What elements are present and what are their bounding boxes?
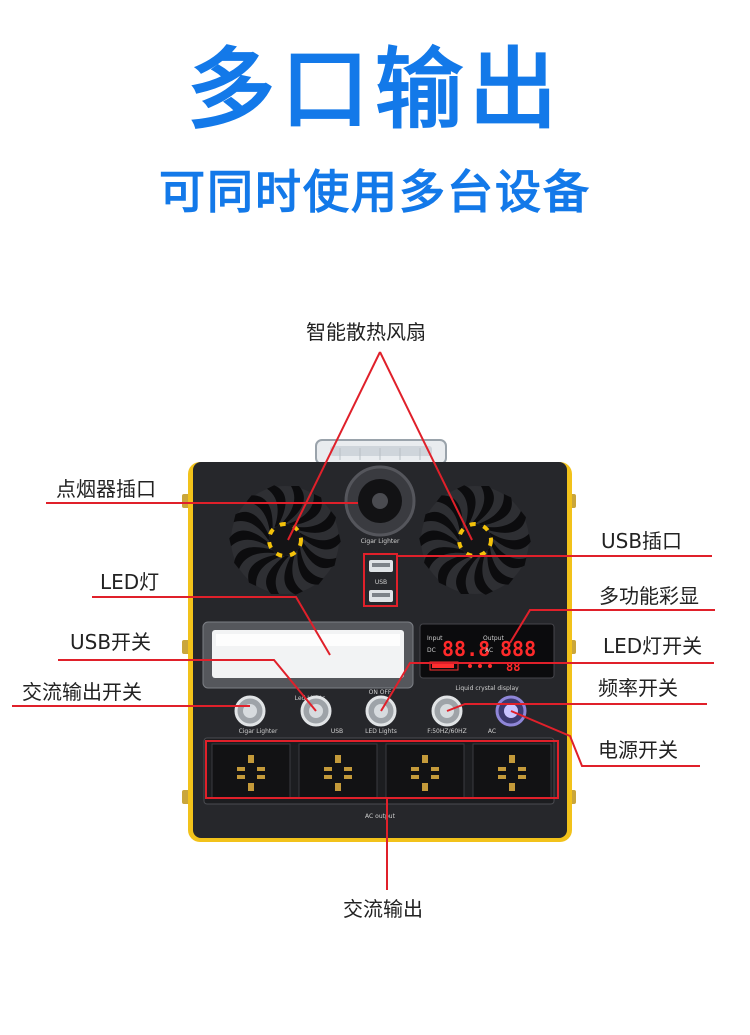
btn-usb-caption: USB [331,728,343,735]
fan-blade [485,511,526,533]
usb-switch[interactable] [300,695,332,727]
btn-led-caption: LED Lights [365,728,397,735]
fan-blade [284,552,304,595]
fan-blade [299,532,341,550]
fan-blade [300,539,337,569]
label-cigar: 点烟器插口 [56,477,156,501]
btn-cigar-caption: Cigar Lighter [239,728,278,735]
lcd-output-digits: 888 [500,637,536,661]
lcd-input-label: Input [427,635,443,642]
label-usb-port: USB插口 [601,529,683,553]
btn-ac-caption: AC [488,728,496,735]
ac-socket [385,743,465,799]
page-title: 多口输出 [186,38,563,141]
label-fan: 智能散热风扇 [306,320,426,344]
ac-socket [472,743,552,799]
lcd-input-digits: 88.8 [442,637,490,661]
page-subtitle: 可同时使用多台设备 [159,165,591,219]
ac-output-caption: AC output [365,813,396,820]
fan-blade [474,552,494,595]
fan-blade [478,493,512,526]
lcd-dc-label: DC [427,647,436,654]
power-switch[interactable] [495,695,527,727]
lcd-ac-label: AC [485,647,493,654]
label-usb-switch: USB开关 [70,630,152,654]
fan-blade [489,532,531,550]
ac-socket [298,743,378,799]
frequency-switch[interactable] [431,695,463,727]
label-freq-switch: 频率开关 [598,676,678,700]
lcd-output-label: Output [483,635,504,642]
fan-blade [233,511,270,541]
label-ac-switch: 交流输出开关 [22,680,142,704]
fan-blade [424,547,465,569]
fan-blade [487,546,514,585]
label-led-switch: LED灯开关 [603,634,703,658]
fan-blade [471,486,494,524]
fan-blade [297,546,324,585]
fan-blade [266,485,286,528]
fan-blade [266,556,289,594]
label-led-light: LED灯 [100,570,160,594]
label-power-switch: 电源开关 [598,738,678,762]
lcd-caption: Liquid crystal display [455,685,519,692]
fan-blade [490,539,527,569]
fan-blade [234,547,275,569]
btn-freq-caption: F:50HZ/60HZ [427,728,467,735]
label-ac-output: 交流输出 [343,897,423,921]
fan-blade [229,530,271,548]
cigar-caption: Cigar Lighter [361,538,400,545]
fan-blade [246,495,273,534]
usb-port-label: USB [375,579,387,586]
label-display: 多功能彩显 [599,584,699,608]
lcd-small-digits: 88 [506,660,520,674]
fan-blade [456,556,479,594]
carry-handle [315,439,447,465]
fan-blade [248,554,282,587]
led-switch[interactable] [365,695,397,727]
on-off-caption: ON OFF [369,689,392,696]
ac-socket [211,743,291,799]
ac-output-switch[interactable] [234,695,266,727]
fan-blade [438,554,472,587]
